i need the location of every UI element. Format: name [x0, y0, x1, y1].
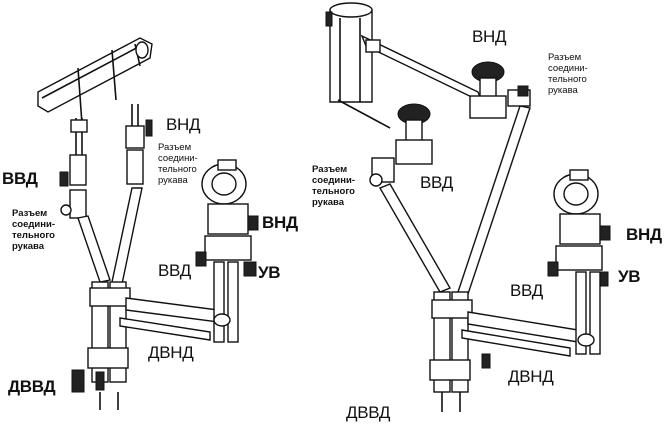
- label-dvvd-left: ДВВД: [8, 377, 56, 396]
- label-hose-connector-right-top: Разъем соедини-тельного рукава: [548, 52, 588, 96]
- manifold-right: [429, 291, 579, 412]
- transmitter-left: [195, 159, 259, 343]
- label-vvd-right-transmitter: ВВД: [510, 281, 543, 300]
- main-pipe-left: [37, 37, 153, 125]
- hoses-right: [378, 105, 531, 295]
- label-uv-right: УВ: [618, 267, 641, 286]
- label-dvnd-left: ДВНД: [148, 343, 194, 362]
- label-hose-connector-left-top: Разъем соедини-тельного рукава: [158, 142, 198, 186]
- label-vnd-left-top: ВНД: [166, 115, 201, 134]
- label-vnd-right-transmitter: ВНД: [626, 225, 662, 244]
- label-vvd-right-top: ВВД: [420, 173, 453, 192]
- label-vvd-left-transmitter: ВВД: [158, 261, 191, 280]
- right-assembly: [325, 2, 611, 412]
- label-uv-left: УВ: [258, 263, 281, 282]
- vertical-column-right: [325, 2, 391, 129]
- manifold-left: [71, 281, 219, 410]
- label-vvd-left-top: ВВД: [2, 169, 38, 188]
- hoses-left: [77, 187, 143, 285]
- valve-lower-right: [369, 103, 433, 187]
- label-dvvd-right: ДВВД: [346, 403, 391, 422]
- left-assembly: [37, 37, 259, 410]
- label-dvnd-right: ДВНД: [508, 367, 554, 386]
- label-hose-connector-right-bottom: Разъем соедини-тельного рукава: [312, 164, 355, 208]
- label-hose-connector-left-bottom: Разъем соедини-тельного рукава: [12, 208, 55, 252]
- label-vnd-left-transmitter: ВНД: [262, 213, 298, 232]
- label-vnd-right-top: ВНД: [472, 27, 507, 46]
- transmitter-right: [547, 169, 611, 355]
- impulse-tube-right: [360, 34, 484, 104]
- impulse-lines-left: [59, 104, 153, 219]
- valve-upper-right: [469, 61, 531, 119]
